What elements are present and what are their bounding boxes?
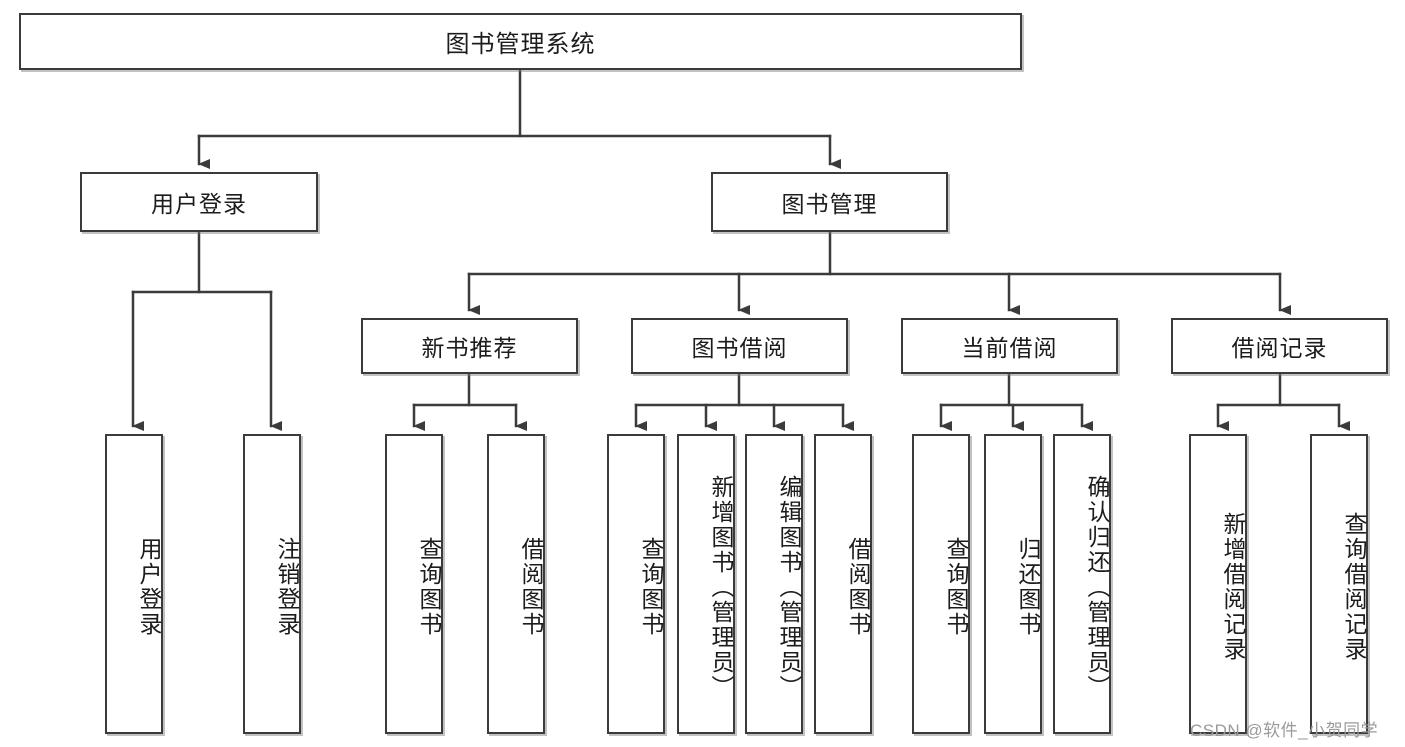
- leaf-add-record[interactable]: 新增借阅记录: [1189, 434, 1247, 734]
- node-borrow-record[interactable]: 借阅记录: [1171, 318, 1388, 374]
- leaf-query-book-3-label: 查询图书: [943, 537, 969, 637]
- leaf-user-login-label: 用户登录: [136, 537, 162, 637]
- node-new-book-rec-label: 新书推荐: [421, 335, 518, 361]
- node-book-manage-label: 图书管理: [781, 191, 878, 217]
- node-root-label: 图书管理系统: [445, 31, 596, 58]
- csdn-watermark: CSDN @软件_小贺同学: [1190, 721, 1379, 740]
- leaf-query-record[interactable]: 查询借阅记录: [1310, 434, 1368, 734]
- node-current-borrow-label: 当前借阅: [961, 335, 1058, 361]
- leaf-return-book[interactable]: 归还图书: [984, 434, 1042, 734]
- leaf-query-book-2-label: 查询图书: [638, 537, 664, 637]
- node-borrow-record-label: 借阅记录: [1231, 335, 1328, 361]
- leaf-logout[interactable]: 注销登录: [243, 434, 301, 734]
- leaf-return-book-label: 归还图书: [1015, 537, 1041, 637]
- leaf-logout-label: 注销登录: [274, 537, 300, 637]
- leaf-borrow-book-2[interactable]: 借阅图书: [814, 434, 872, 734]
- node-new-book-rec[interactable]: 新书推荐: [361, 318, 578, 374]
- node-current-borrow[interactable]: 当前借阅: [901, 318, 1118, 374]
- leaf-query-book-3[interactable]: 查询图书: [912, 434, 970, 734]
- leaf-add-record-label: 新增借阅记录: [1220, 512, 1246, 662]
- node-user-login-label: 用户登录: [151, 191, 247, 217]
- leaf-borrow-book-1[interactable]: 借阅图书: [487, 434, 545, 734]
- node-book-borrow[interactable]: 图书借阅: [631, 318, 848, 374]
- node-book-manage[interactable]: 图书管理: [711, 172, 948, 232]
- node-book-borrow-label: 图书借阅: [691, 335, 788, 361]
- leaf-borrow-book-2-label: 借阅图书: [845, 537, 871, 637]
- leaf-add-book-label: 新增图书（管理员）: [708, 474, 734, 700]
- leaf-query-book-1-label: 查询图书: [416, 537, 442, 637]
- leaf-query-book-2[interactable]: 查询图书: [607, 434, 665, 734]
- node-root[interactable]: 图书管理系统: [19, 13, 1022, 70]
- leaf-add-book[interactable]: 新增图书（管理员）: [677, 434, 735, 734]
- leaf-query-record-label: 查询借阅记录: [1341, 512, 1367, 662]
- node-user-login[interactable]: 用户登录: [80, 172, 318, 232]
- leaf-edit-book[interactable]: 编辑图书（管理员）: [745, 434, 803, 734]
- leaf-confirm-return-label: 确认归还（管理员）: [1084, 474, 1110, 700]
- leaf-confirm-return[interactable]: 确认归还（管理员）: [1053, 434, 1111, 734]
- leaf-borrow-book-1-label: 借阅图书: [518, 537, 544, 637]
- leaf-user-login[interactable]: 用户登录: [105, 434, 163, 734]
- leaf-query-book-1[interactable]: 查询图书: [385, 434, 443, 734]
- leaf-edit-book-label: 编辑图书（管理员）: [776, 474, 802, 700]
